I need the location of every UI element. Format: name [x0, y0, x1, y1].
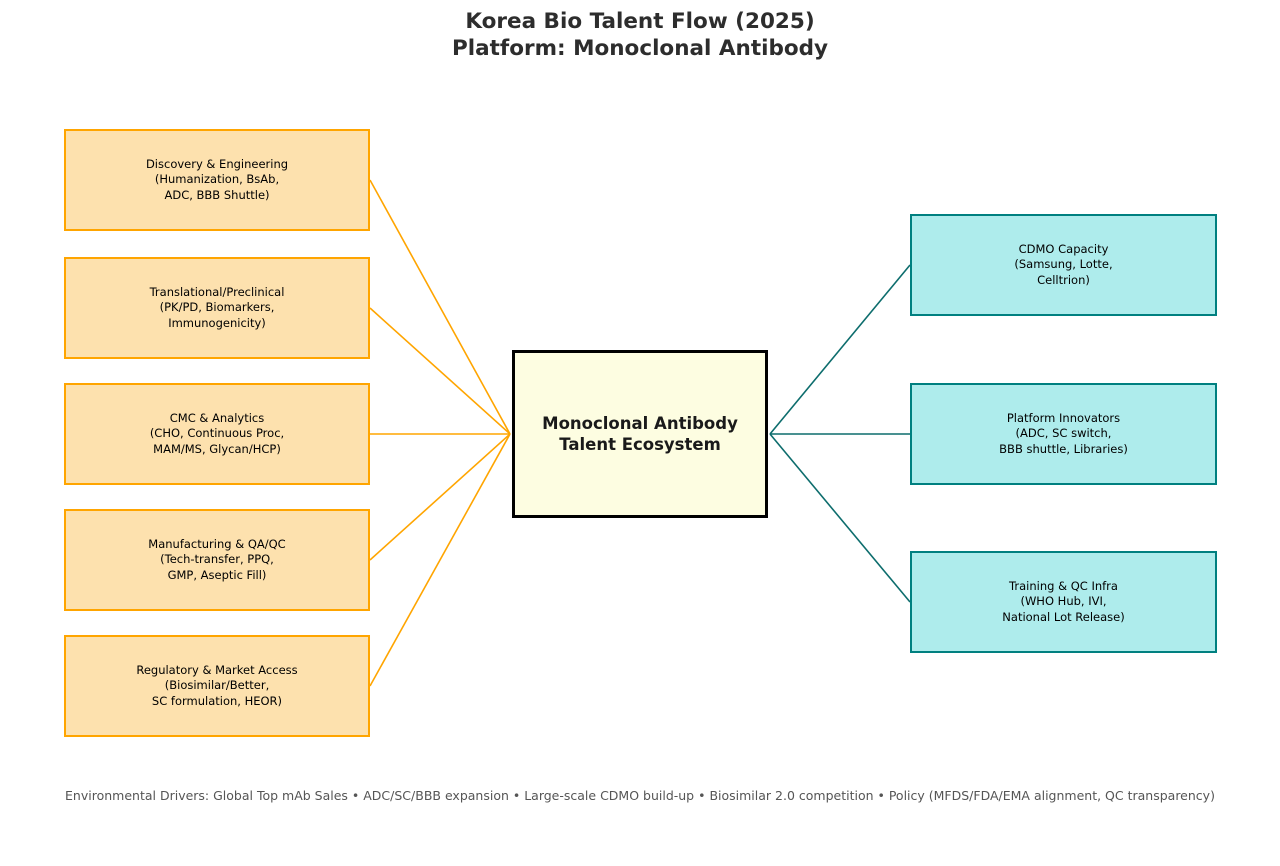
node-platform-innovators: Platform Innovators (ADC, SC switch, BBB… — [910, 383, 1217, 485]
diagram-title-line1: Korea Bio Talent Flow (2025) — [465, 9, 815, 34]
edge-regulatory-to-center — [369, 433, 511, 687]
diagram-title-line2: Platform: Monoclonal Antibody — [451, 36, 829, 61]
node-discovery-engineering: Discovery & Engineering (Humanization, B… — [64, 129, 370, 231]
node-cmc-analytics: CMC & Analytics (CHO, Continuous Proc, M… — [64, 383, 370, 485]
node-cdmo-capacity: CDMO Capacity (Samsung, Lotte, Celltrion… — [910, 214, 1217, 316]
edge-discovery-to-center — [369, 179, 511, 435]
node-regulatory-market-access: Regulatory & Market Access (Biosimilar/B… — [64, 635, 370, 737]
node-translational-preclinical: Translational/Preclinical (PK/PD, Biomar… — [64, 257, 370, 359]
edge-translational-to-center — [369, 307, 511, 435]
edge-center-to-cdmo — [769, 264, 911, 435]
edge-center-to-training — [769, 433, 911, 603]
node-manufacturing-qaqc: Manufacturing & QA/QC (Tech-transfer, PP… — [64, 509, 370, 611]
environmental-drivers-caption: Environmental Drivers: Global Top mAb Sa… — [65, 788, 1215, 803]
edge-manufacturing-to-center — [369, 433, 511, 561]
node-training-qc-infra: Training & QC Infra (WHO Hub, IVI, Natio… — [910, 551, 1217, 653]
diagram-title: Korea Bio Talent Flow (2025) Platform: M… — [0, 8, 1280, 62]
node-talent-ecosystem: Monoclonal Antibody Talent Ecosystem — [512, 350, 768, 518]
